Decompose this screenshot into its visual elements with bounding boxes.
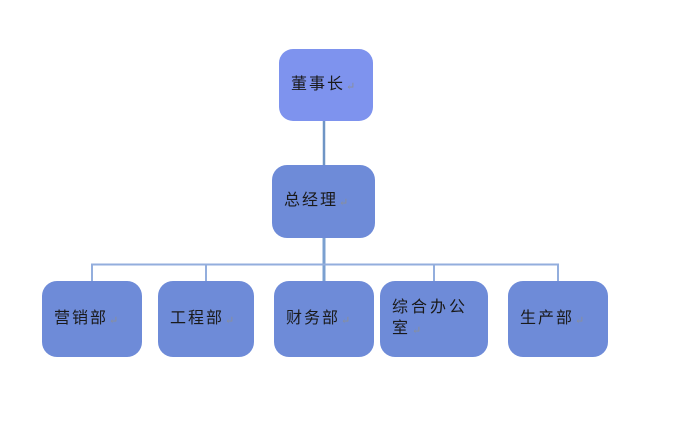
- node-marketing-dept[interactable]: 营销部↵: [42, 281, 142, 357]
- paragraph-mark-icon: ↵: [109, 314, 119, 327]
- node-general-manager-label: 总经理: [284, 192, 339, 210]
- node-engineering-label: 工程部: [170, 309, 225, 327]
- node-production-dept[interactable]: 生产部↵: [508, 281, 608, 357]
- paragraph-mark-icon: ↵: [341, 314, 351, 327]
- node-general-office-dept[interactable]: 综合办公室↵: [380, 281, 488, 357]
- node-marketing-label: 营销部: [54, 309, 109, 327]
- node-finance-dept[interactable]: 财务部↵: [274, 281, 374, 357]
- paragraph-mark-icon: ↵: [346, 80, 356, 93]
- node-production-label: 生产部: [520, 309, 575, 327]
- node-finance-label: 财务部: [286, 309, 341, 327]
- paragraph-mark-icon: ↵: [339, 197, 349, 210]
- node-general-manager[interactable]: 总经理↵: [272, 165, 375, 238]
- paragraph-mark-icon: ↵: [225, 314, 235, 327]
- node-general-office-label: 综合办公室: [392, 299, 469, 337]
- node-engineering-dept[interactable]: 工程部↵: [158, 281, 254, 357]
- paragraph-mark-icon: ↵: [575, 314, 585, 327]
- node-chairman[interactable]: 董事长↵: [279, 49, 373, 121]
- paragraph-mark-icon: ↵: [412, 325, 422, 337]
- node-chairman-label: 董事长: [291, 75, 346, 93]
